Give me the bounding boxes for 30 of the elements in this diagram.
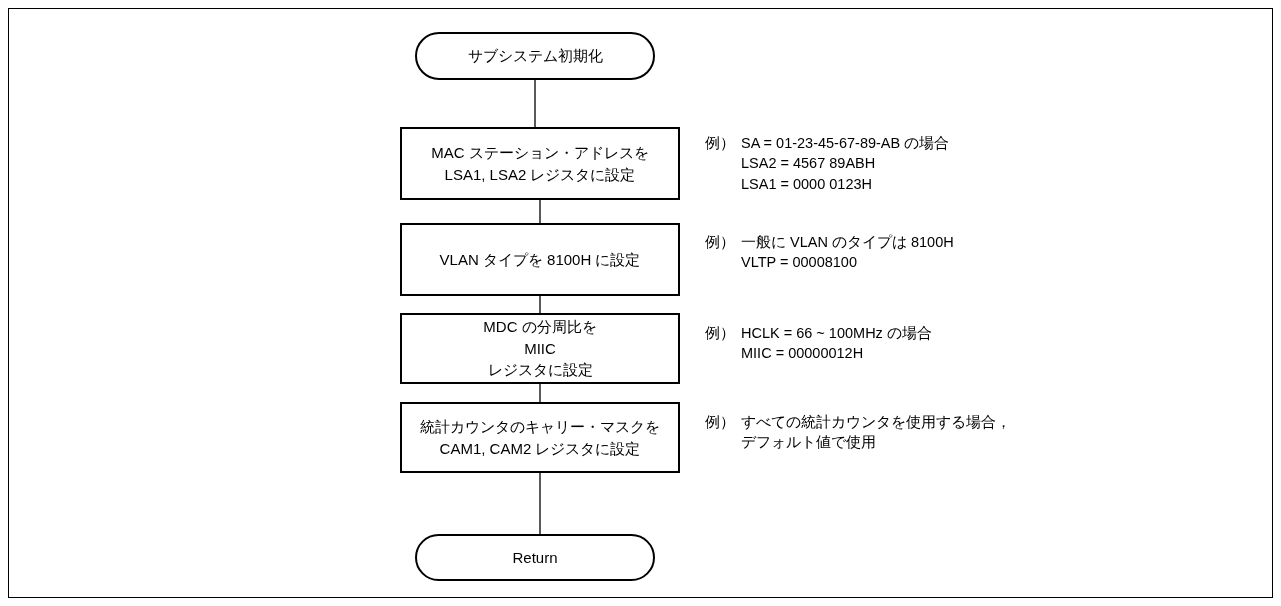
note-text: VLTP = 00008100	[741, 253, 858, 273]
note-text: デフォルト値で使用	[741, 433, 877, 453]
example-label: 例）	[705, 233, 736, 252]
example-label: 例）	[705, 413, 736, 432]
process-box	[400, 127, 680, 200]
note-text: MIIC = 00000012H	[741, 344, 865, 364]
process-box	[400, 313, 680, 384]
note-text: LSA2 = 4567 89ABH	[741, 154, 877, 174]
note-text: LSA1 = 0000 0123H	[741, 174, 873, 194]
terminal-shape	[415, 534, 655, 581]
connector-line	[539, 383, 541, 403]
process-box	[400, 402, 680, 473]
process-box	[400, 223, 680, 296]
node-label: MDC の分周比を MIIC レジスタに設定	[482, 316, 598, 381]
note-text: すべての統計カウンタを使用する場合，	[741, 413, 1011, 432]
note-text: HCLK = 66 ~ 100MHz の場合	[741, 324, 932, 343]
terminal-shape	[415, 32, 655, 80]
connector-line	[539, 199, 541, 224]
node-label: 統計カウンタのキャリー・マスクを CAM1, CAM2 レジスタに設定	[419, 416, 661, 459]
example-label: 例）	[705, 134, 736, 153]
node-label: Return	[512, 547, 558, 568]
connector-line	[534, 79, 536, 128]
note-text: SA = 01-23-45-67-89-AB の場合	[741, 134, 950, 153]
node-label: VLAN タイプを 8100H に設定	[439, 249, 641, 270]
connector-line	[539, 472, 541, 535]
node-label: MAC ステーション・アドレスを LSA1, LSA2 レジスタに設定	[430, 142, 650, 185]
example-label: 例）	[705, 324, 736, 343]
connector-line	[539, 295, 541, 314]
node-label: サブシステム初期化	[467, 46, 603, 67]
note-text: 一般に VLAN のタイプは 8100H	[741, 233, 954, 252]
